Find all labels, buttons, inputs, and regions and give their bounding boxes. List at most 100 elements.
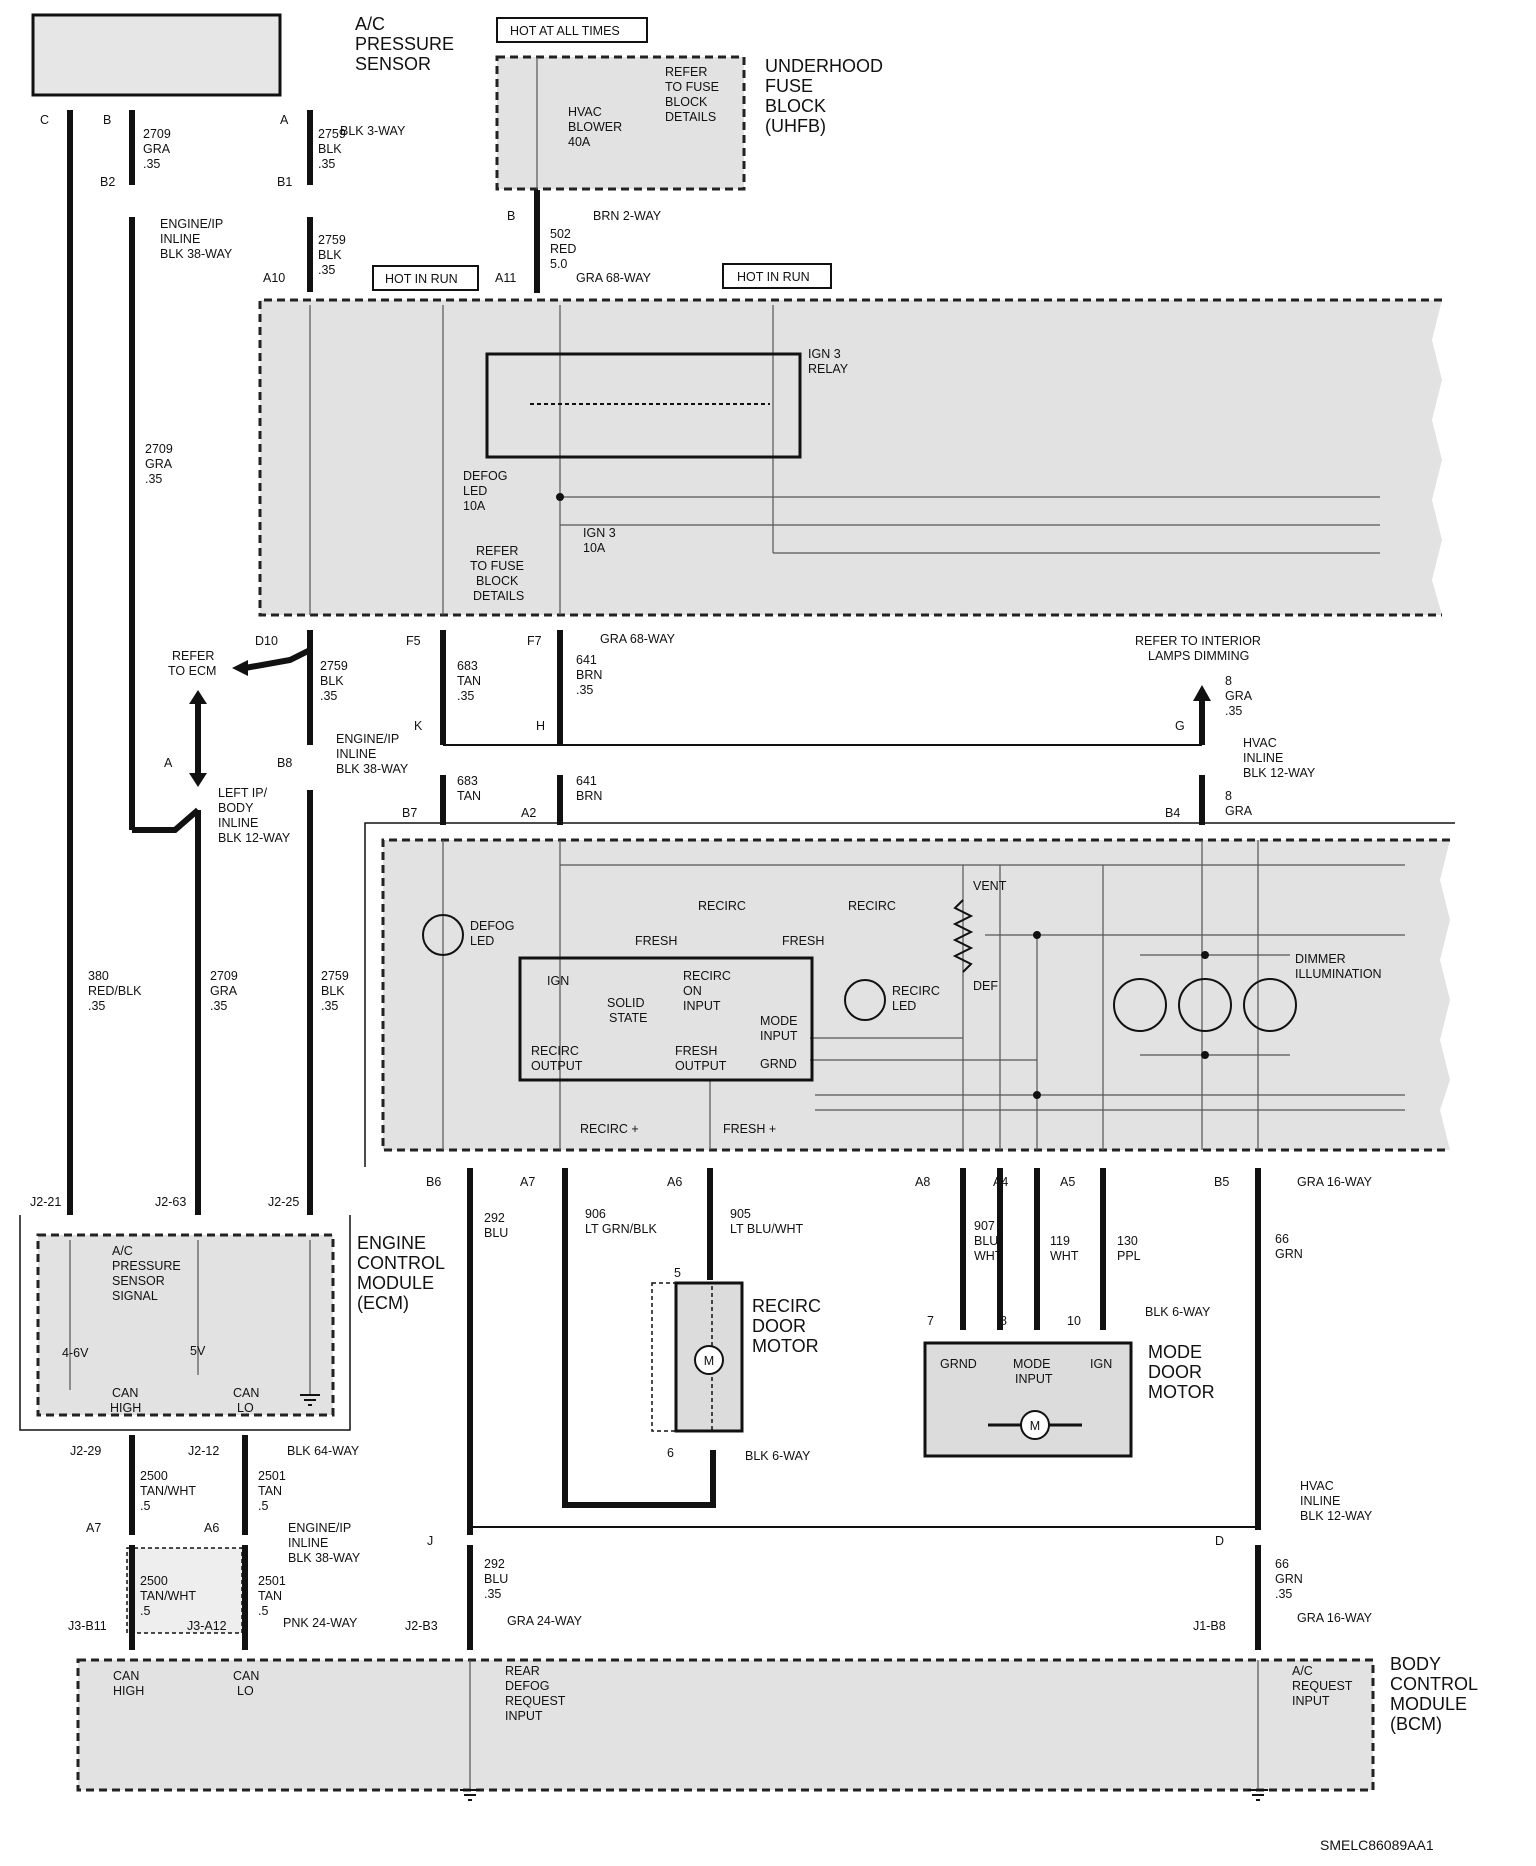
control-head-body: [383, 840, 1450, 1150]
pin-label: A5: [1060, 1175, 1075, 1189]
pin-label: B5: [1214, 1175, 1229, 1189]
pin-label: D: [1215, 1534, 1224, 1548]
connector-label: BLK 6-WAY: [1145, 1305, 1211, 1319]
dimmer-bulb-icon: [1178, 978, 1232, 1032]
connector-label: BLK 6-WAY: [745, 1449, 811, 1463]
ch-label: FRESH: [635, 934, 677, 948]
recirc-motor-icon: [694, 1345, 724, 1375]
connector-label: BRN 2-WAY: [593, 209, 662, 223]
ch-label: DEF: [973, 979, 998, 993]
pin-label: A7: [520, 1175, 535, 1189]
pin-label: 8: [1000, 1314, 1007, 1328]
control-head-border: [381, 838, 1450, 1152]
pin-label: J1-B8: [1193, 1619, 1226, 1633]
pin-label: F7: [527, 634, 542, 648]
ch-label: FRESH: [782, 934, 824, 948]
pin-label: 7: [927, 1314, 934, 1328]
ecm-outline: [19, 1215, 351, 1431]
ecm-border: [36, 1233, 335, 1417]
dimmer-bulb-icon: [1243, 978, 1297, 1032]
pin-label: A: [280, 113, 289, 127]
internal-lines: [69, 57, 1405, 1790]
pin-label: J2-63: [155, 1195, 186, 1209]
pin-label: B1: [277, 175, 292, 189]
bcm-border: [76, 1658, 1375, 1792]
bcm-body: [78, 1660, 1373, 1790]
splice-dot: [1033, 931, 1041, 939]
arrow-up-icon: [1193, 685, 1211, 701]
mode-motor-m: M: [1030, 1419, 1040, 1433]
pin-label: J: [427, 1534, 433, 1548]
pin-label: B7: [402, 806, 417, 820]
vent-def-rheostat-icon: [952, 899, 974, 973]
pin-label: C: [40, 113, 49, 127]
pin-label: A4: [993, 1175, 1008, 1189]
pin-label: K: [414, 719, 423, 733]
pin-label: J2-12: [188, 1444, 219, 1458]
pin-label: F5: [406, 634, 421, 648]
connector-label: PNK 24-WAY: [283, 1616, 358, 1630]
ip-fuse-block-border: [258, 298, 1442, 617]
pin-label: B6: [426, 1175, 441, 1189]
hot-at-all-times-label: HOT AT ALL TIMES: [510, 24, 620, 38]
pin-label: A11: [495, 271, 516, 285]
symbols: M M: [189, 493, 1297, 1801]
pin-label: A6: [667, 1175, 682, 1189]
pin-label: H: [536, 719, 545, 733]
pin-label: A8: [915, 1175, 930, 1189]
ecm-label: 4-6V: [62, 1346, 89, 1360]
pin-label: B: [507, 209, 515, 223]
connector-label: BLK 3-WAY: [340, 124, 406, 138]
pin-label: A2: [521, 806, 536, 820]
arrow-left-icon: [232, 660, 248, 676]
splice-dot: [1033, 1091, 1041, 1099]
pin-label: 5: [674, 1266, 681, 1280]
pin-labels: C B A B2 B1 A10 B A11 D10 F5 F7 K H G A …: [30, 113, 1229, 1633]
connector-label: GRA 24-WAY: [507, 1614, 583, 1628]
ch-label: IGN: [547, 974, 569, 988]
pin-label: A6: [204, 1521, 219, 1535]
hot-labels: HOT AT ALL TIMES HOT IN RUN HOT IN RUN: [372, 17, 832, 291]
mode-motor-pin: IGN: [1090, 1357, 1112, 1371]
ecm-inline-box: [126, 1547, 243, 1634]
connector-label: GRA 16-WAY: [1297, 1175, 1373, 1189]
pin-label: G: [1175, 719, 1185, 733]
